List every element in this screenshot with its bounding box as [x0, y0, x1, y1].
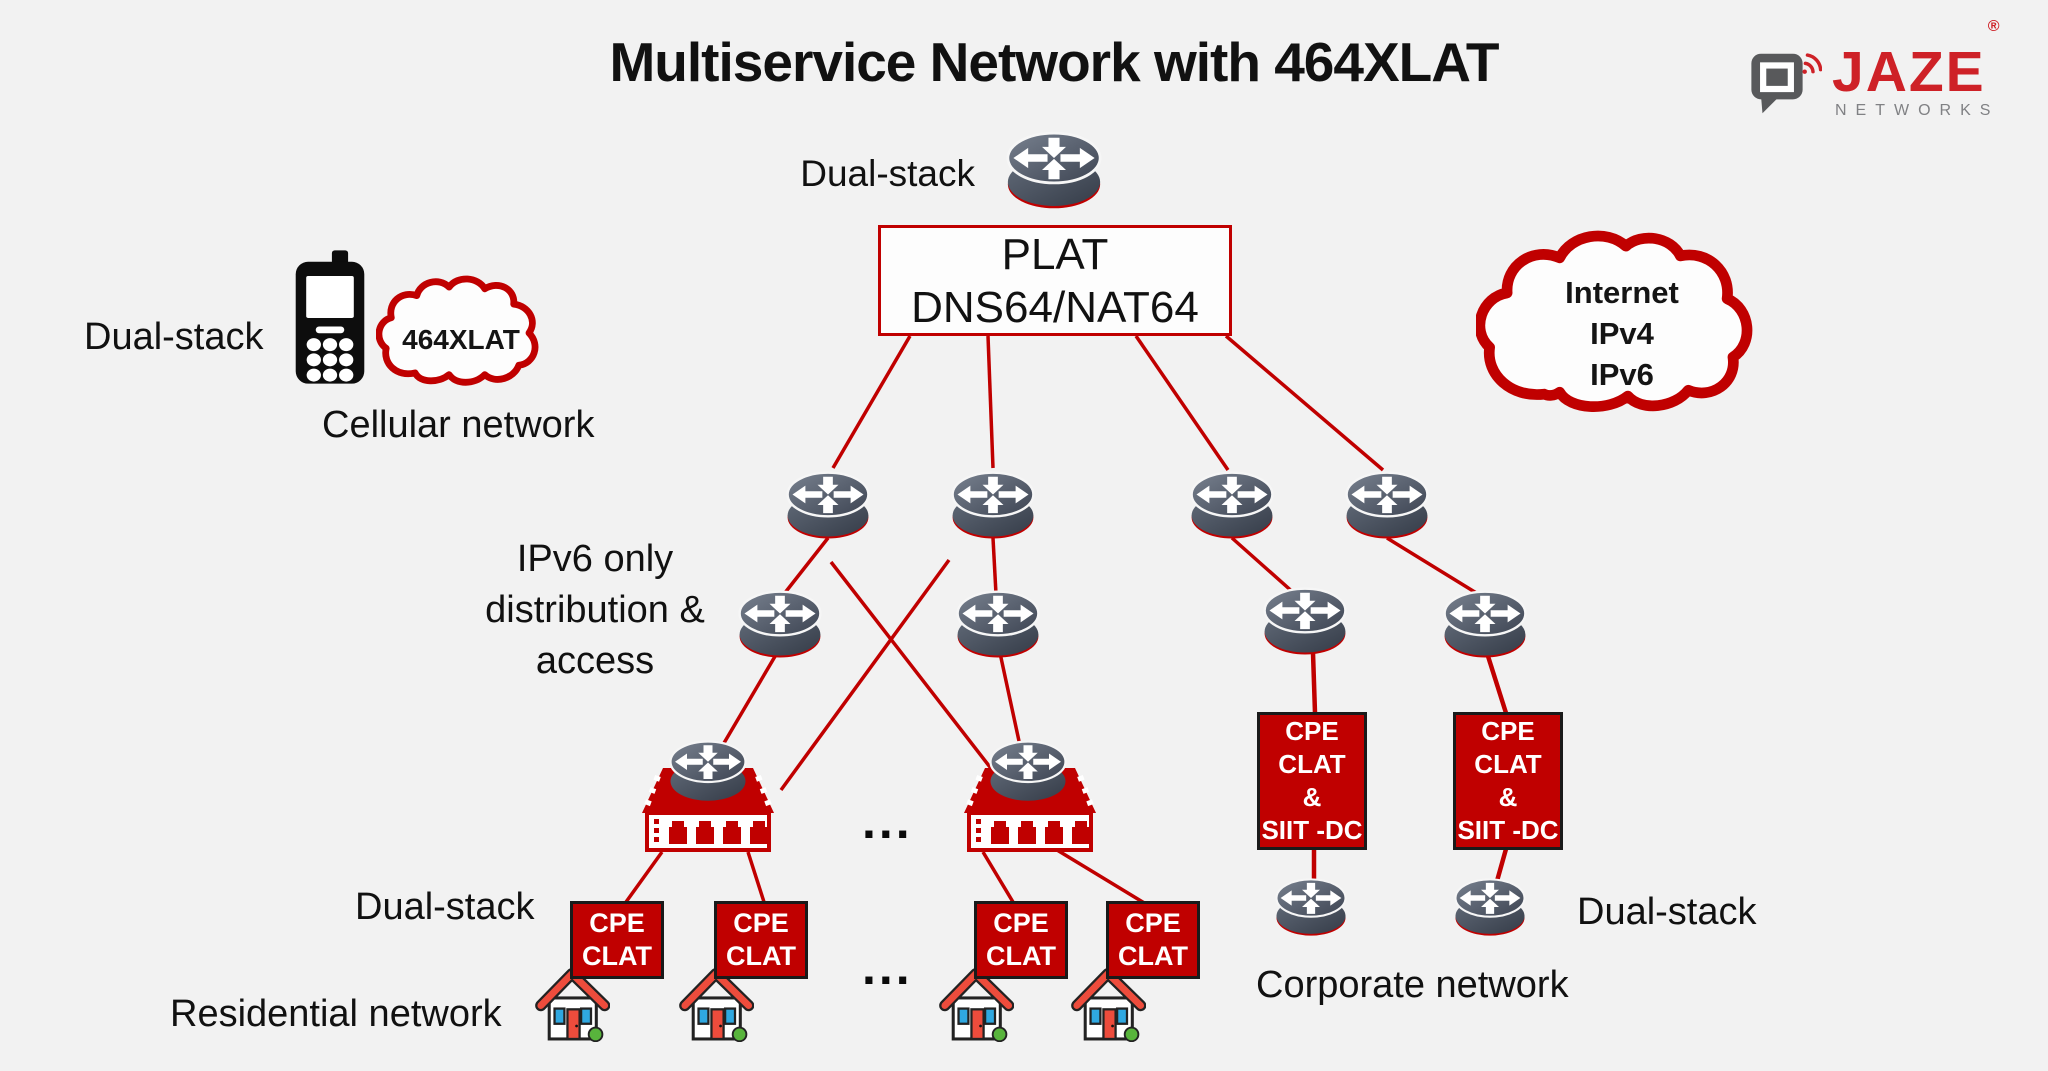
siit-line1: CPE	[1481, 716, 1535, 746]
router-icon	[669, 740, 747, 803]
router-icon	[786, 471, 870, 539]
label-464xlat: 464XLAT	[402, 324, 520, 355]
cpe-line1: CPE	[589, 908, 645, 938]
registered-mark: ®	[1987, 18, 2000, 35]
router-icon	[1454, 878, 1526, 936]
cpe-line1: CPE	[993, 908, 1049, 938]
siit-line2: CLAT	[1474, 749, 1542, 779]
label-right-dual-stack: Dual-stack	[1577, 891, 1757, 933]
page-title: Multiservice Network with 464XLAT	[609, 31, 1499, 93]
ipv6-only-line1: IPv6 only	[516, 538, 674, 580]
logo-brand: JAZE®	[1832, 18, 2000, 101]
cpe-clat-box: CPE CLAT	[570, 901, 664, 979]
label-ipv6: IPv6	[1590, 356, 1654, 392]
label-ipv4: IPv4	[1590, 315, 1654, 351]
logo-subtitle: NETWORKS	[1835, 102, 2000, 119]
router-icon	[1345, 471, 1429, 539]
cpe-siit-box: CPE CLAT & SIIT -DC	[1257, 712, 1367, 850]
cpe-line1: CPE	[733, 908, 789, 938]
speech-bubble-logo-icon	[1750, 44, 1822, 116]
label-internet: Internet	[1565, 274, 1679, 310]
cpe-clat-box: CPE CLAT	[1106, 901, 1200, 979]
siit-line1: CPE	[1285, 716, 1339, 746]
ellipsis-cpe: ...	[862, 939, 913, 995]
plat-box: PLAT DNS64/NAT64	[878, 225, 1232, 336]
label-ipv6-only-distribution: IPv6 only distribution & access	[462, 534, 728, 687]
siit-line3: &	[1302, 782, 1322, 812]
label-top-dual-stack: Dual-stack	[800, 153, 975, 194]
logo-text: JAZE® NETWORKS	[1832, 18, 2000, 120]
ipv6-only-line3: access	[535, 640, 655, 682]
label-corporate-network: Corporate network	[1256, 964, 1569, 1006]
mobile-phone-icon	[290, 234, 370, 400]
siit-line2: CLAT	[1278, 749, 1346, 779]
cpe-line2: CLAT	[986, 941, 1056, 971]
cpe-siit-box: CPE CLAT & SIIT -DC	[1453, 712, 1563, 850]
router-icon	[1443, 590, 1527, 658]
router-icon	[1006, 131, 1102, 209]
label-left-dual-stack: Dual-stack	[84, 316, 264, 358]
router-icon	[1190, 471, 1274, 539]
router-icon	[951, 471, 1035, 539]
cloud-464xlat: 464XLAT	[376, 273, 546, 393]
cpe-line1: CPE	[1125, 908, 1181, 938]
ipv6-only-line2: distribution &	[485, 589, 705, 631]
label-residential-network: Residential network	[170, 993, 502, 1035]
cpe-clat-box: CPE CLAT	[974, 901, 1068, 979]
siit-line3: &	[1498, 782, 1518, 812]
cpe-clat-box: CPE CLAT	[714, 901, 808, 979]
label-bottom-left-dual-stack: Dual-stack	[355, 886, 535, 928]
cloud-internet: Internet IPv4 IPv6	[1476, 228, 1768, 424]
jaze-logo: JAZE® NETWORKS	[1750, 18, 2000, 120]
router-icon	[989, 740, 1067, 803]
siit-line4: SIIT -DC	[1457, 815, 1559, 845]
cpe-line2: CLAT	[582, 941, 652, 971]
cpe-line2: CLAT	[726, 941, 796, 971]
cpe-line2: CLAT	[1118, 941, 1188, 971]
router-icon	[1263, 587, 1347, 655]
label-cellular-network: Cellular network	[322, 404, 595, 446]
ellipsis-switches: ...	[862, 793, 913, 849]
router-icon	[738, 590, 822, 658]
router-icon	[956, 590, 1040, 658]
siit-line4: SIIT -DC	[1261, 815, 1363, 845]
plat-subtitle: DNS64/NAT64	[911, 282, 1199, 332]
plat-title: PLAT	[1001, 229, 1109, 279]
logo-brand-word: JAZE	[1832, 40, 1986, 104]
router-icon	[1275, 878, 1347, 936]
